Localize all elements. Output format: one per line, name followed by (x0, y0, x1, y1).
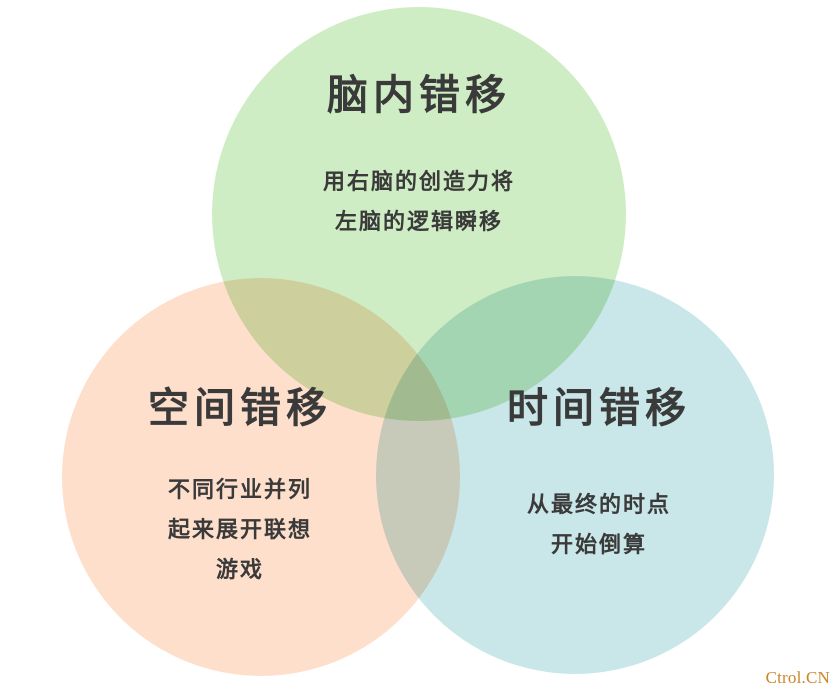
venn-body-line: 用右脑的创造力将 (322, 170, 515, 196)
venn-label-group-left: 空间错移 不同行业并列 起来展开联想 游戏 (66, 384, 414, 591)
venn-body-left: 不同行业并列 起来展开联想 游戏 (66, 471, 414, 591)
venn-body-line: 起来展开联想 (167, 518, 312, 544)
venn-title-left: 空间错移 (148, 384, 332, 432)
venn-body-line: 不同行业并列 (167, 478, 312, 504)
venn-body-line: 从最终的时点 (526, 493, 671, 519)
venn-body-top: 用右脑的创造力将 左脑的逻辑瞬移 (219, 163, 619, 243)
venn-title-top: 脑内错移 (327, 71, 511, 119)
venn-body-right: 从最终的时点 开始倒算 (425, 486, 773, 566)
venn-body-line: 开始倒算 (550, 533, 647, 559)
venn-label-group-top: 脑内错移 用右脑的创造力将 左脑的逻辑瞬移 (219, 71, 619, 243)
venn-body-line: 左脑的逻辑瞬移 (334, 210, 503, 236)
venn-title-right: 时间错移 (507, 384, 691, 432)
watermark: Ctrol.CN (765, 668, 830, 687)
venn-label-group-right: 时间错移 从最终的时点 开始倒算 (425, 384, 773, 566)
venn-body-line: 游戏 (215, 558, 264, 584)
